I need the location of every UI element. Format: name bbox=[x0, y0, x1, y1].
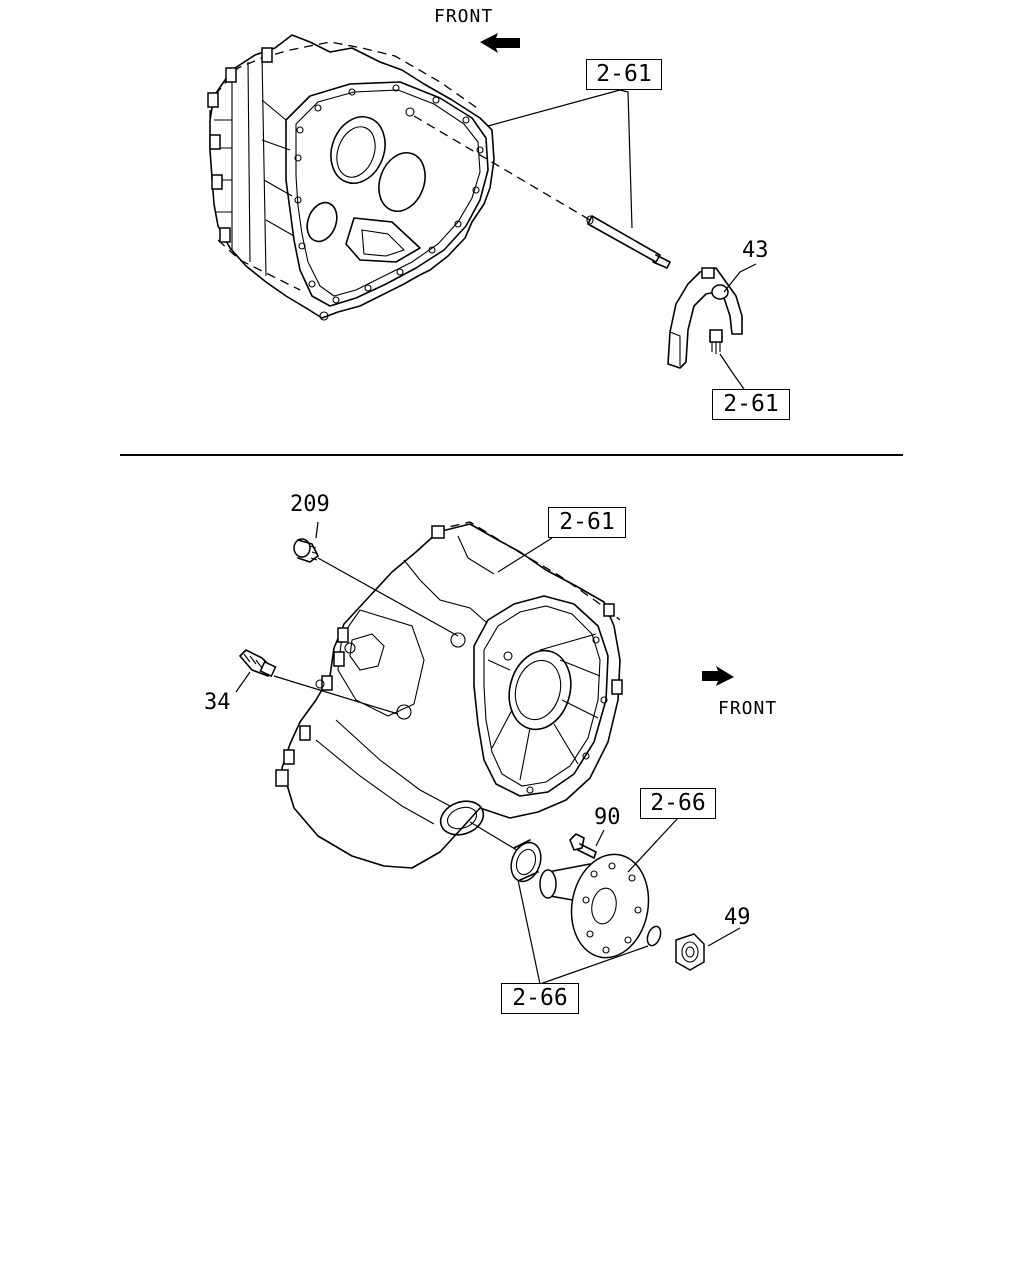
front-arrow-icon bbox=[702, 666, 734, 686]
callout-part-43: 43 bbox=[742, 238, 769, 263]
flange-bolt bbox=[569, 833, 597, 859]
callout-part-34: 34 bbox=[204, 690, 231, 715]
shift-shaft bbox=[413, 115, 671, 269]
companion-flange bbox=[539, 853, 650, 959]
top-diagram bbox=[207, 33, 757, 393]
top-leaders bbox=[487, 89, 757, 393]
callout-ref-2-66-seal: 2-66 bbox=[501, 983, 579, 1014]
front-arrow-icon bbox=[480, 33, 520, 53]
front-direction-label: FRONT bbox=[718, 698, 778, 719]
callout-part-209: 209 bbox=[290, 492, 330, 517]
shift-fork bbox=[667, 267, 743, 369]
callout-ref-2-61-case: 2-61 bbox=[586, 59, 662, 90]
transmission-case bbox=[275, 521, 623, 869]
drain-plug bbox=[293, 538, 459, 637]
callout-ref-2-66-flange: 2-66 bbox=[640, 788, 716, 819]
clutch-housing-case bbox=[207, 34, 495, 321]
oil-seal bbox=[469, 821, 542, 883]
callout-ref-2-61-fork: 2-61 bbox=[712, 389, 790, 420]
callout-ref-2-61-case: 2-61 bbox=[548, 507, 626, 538]
front-direction-label: FRONT bbox=[434, 6, 494, 27]
callout-part-49: 49 bbox=[724, 905, 751, 930]
bottom-leaders bbox=[235, 521, 741, 985]
washer bbox=[646, 925, 662, 947]
callout-part-90: 90 bbox=[594, 805, 621, 830]
neutral-switch bbox=[239, 649, 399, 715]
flange-nut bbox=[675, 933, 705, 971]
bottom-diagram bbox=[235, 521, 741, 985]
